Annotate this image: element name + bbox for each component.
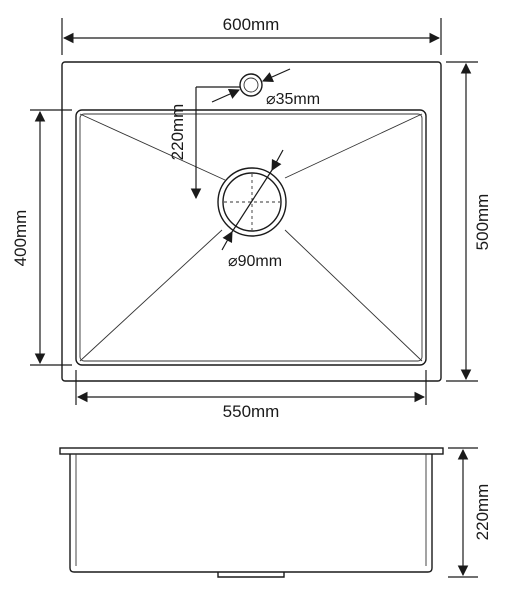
dimension-tap-hole-offset: 220mm — [168, 86, 240, 200]
side-body — [69, 454, 433, 573]
side-drain-outlet — [217, 572, 285, 578]
crease-top-right — [284, 113, 423, 179]
sink-bowl — [75, 109, 427, 366]
dimension-overall-depth: 500mm — [446, 61, 492, 382]
crease-top-left — [79, 113, 226, 181]
side-rim — [59, 447, 444, 455]
dimension-side-height: 220mm — [448, 447, 492, 578]
dimension-drain-diameter: ⌀90mm — [221, 149, 284, 270]
bowl-inner-edge — [79, 113, 423, 362]
label-bowl-depth: 400mm — [11, 210, 30, 267]
tap-hole — [239, 73, 263, 97]
label-top-width: 600mm — [223, 15, 280, 34]
label-bowl-width: 550mm — [223, 402, 280, 421]
sink-outer-rim — [61, 61, 442, 382]
dimension-top-width: 600mm — [61, 15, 442, 55]
label-side-height: 220mm — [473, 484, 492, 541]
label-tap-hole-diameter: ⌀35mm — [266, 91, 320, 108]
crease-bottom-right — [284, 229, 423, 362]
label-drain-diameter: ⌀90mm — [228, 253, 282, 270]
dimension-bowl-depth: 400mm — [11, 109, 72, 366]
label-tap-hole-offset: 220mm — [168, 104, 187, 161]
top-view — [61, 61, 442, 382]
dimension-bowl-width: 550mm — [75, 370, 427, 421]
dimension-tap-hole-diameter: ⌀35mm — [211, 68, 320, 108]
side-view — [59, 447, 444, 578]
drain — [217, 167, 287, 237]
label-overall-depth: 500mm — [473, 194, 492, 251]
crease-bottom-left — [79, 229, 223, 362]
